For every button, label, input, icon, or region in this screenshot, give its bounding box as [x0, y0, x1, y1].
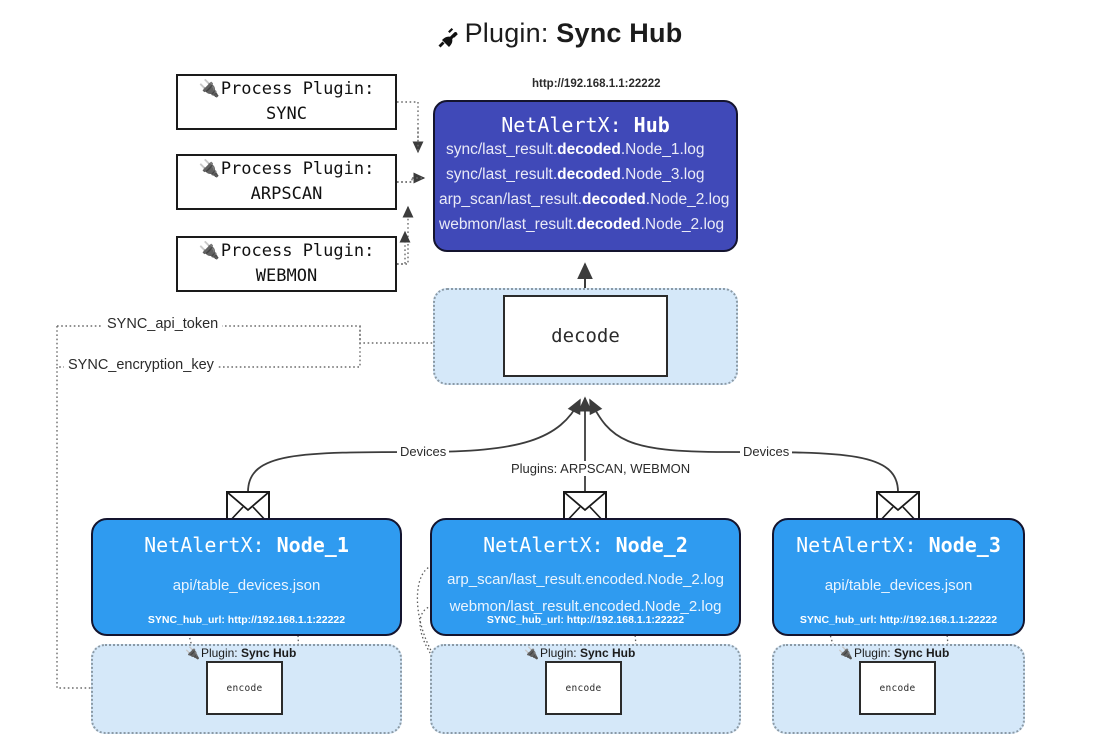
node-1-line-1: api/table_devices.json [172, 577, 321, 594]
plug-icon [435, 22, 461, 51]
plug-icon: 🔌 [198, 159, 220, 180]
decode-label: decode [551, 325, 620, 347]
sync-encryption-key-label: SYNC_encryption_key [64, 357, 218, 373]
process-plugin-sync-name: SYNC [266, 104, 307, 124]
process-plugin-webmon-name: WEBMON [255, 266, 318, 286]
hub-title: NetAlertX: Hub [501, 113, 670, 137]
hub-box[interactable]: NetAlertX: Hub sync/last_result.decoded.… [433, 100, 738, 252]
node-2-plugin-tag: 🔌Plugin: Sync Hub [524, 646, 636, 660]
node-3-encode-label: encode [879, 682, 916, 694]
process-plugin-arpscan-name: ARPSCAN [250, 184, 323, 204]
node-1-title: NetAlertX: Node_1 [144, 533, 349, 557]
hub-log-4: webmon/last_result.decoded.Node_2.log [439, 216, 725, 234]
node-3-footer: SYNC_hub_url: http://192.168.1.1:22222 [799, 614, 998, 626]
process-plugin-webmon[interactable]: 🔌Process Plugin: WEBMON [176, 236, 397, 292]
plug-icon: 🔌 [838, 646, 853, 660]
node-box-3[interactable]: NetAlertX: Node_3 api/table_devices.json… [772, 518, 1025, 636]
node-1-encode-box[interactable]: encode [206, 661, 283, 715]
hub-url-label: http://192.168.1.1:22222 [532, 78, 661, 90]
plug-icon: 🔌 [198, 79, 220, 100]
hub-log-1: sync/last_result.decoded.Node_1.log [446, 141, 705, 158]
edge-label-left-devices: Devices [397, 444, 450, 459]
node-2-footer: SYNC_hub_url: http://192.168.1.1:22222 [486, 614, 685, 626]
node-2-encode-label: encode [565, 682, 602, 694]
node-3-plugin-tag: 🔌Plugin: Sync Hub [838, 646, 950, 660]
title-name: Sync Hub [556, 18, 683, 48]
page-title: Plugin: Sync Hub [0, 18, 1117, 49]
node-box-2[interactable]: NetAlertX: Node_2 arp_scan/last_result.e… [430, 518, 741, 636]
process-plugin-webmon-header: 🔌Process Plugin: [198, 241, 375, 262]
node-1-encode-label: encode [226, 682, 263, 694]
plug-icon: 🔌 [185, 646, 200, 660]
edge-label-right-devices: Devices [740, 444, 793, 459]
node-2-encode-box[interactable]: encode [545, 661, 622, 715]
node-3-plugin-container [772, 644, 1025, 734]
process-plugin-arpscan[interactable]: 🔌Process Plugin: ARPSCAN [176, 154, 397, 210]
sync-api-token-label: SYNC_api_token [103, 316, 223, 332]
plug-icon: 🔌 [524, 646, 539, 660]
hub-log-2: sync/last_result.decoded.Node_3.log [446, 166, 705, 184]
process-plugin-sync-header: 🔌Process Plugin: [198, 79, 375, 100]
title-prefix: Plugin: [464, 18, 549, 48]
node-3-line-1: api/table_devices.json [824, 577, 973, 594]
node-2-title: NetAlertX: Node_2 [483, 533, 688, 557]
plug-icon: 🔌 [198, 241, 220, 262]
node-box-1[interactable]: NetAlertX: Node_1 api/table_devices.json… [91, 518, 402, 636]
node-1-footer: SYNC_hub_url: http://192.168.1.1:22222 [147, 614, 346, 626]
node-1-plugin-tag: 🔌Plugin: Sync Hub [185, 646, 297, 660]
process-plugin-arpscan-header: 🔌Process Plugin: [198, 159, 375, 180]
node-2-line-1: arp_scan/last_result.encoded.Node_2.log [447, 571, 724, 588]
node-3-encode-box[interactable]: encode [859, 661, 936, 715]
process-plugin-sync[interactable]: 🔌Process Plugin: SYNC [176, 74, 397, 130]
node-3-title: NetAlertX: Node_3 [796, 533, 1001, 557]
decode-box[interactable]: decode [503, 295, 668, 377]
edge-label-center-plugins: Plugins: ARPSCAN, WEBMON [508, 461, 694, 476]
node-2-line-2: webmon/last_result.encoded.Node_2.log [449, 598, 722, 616]
hub-log-3: arp_scan/last_result.decoded.Node_2.log [439, 191, 730, 209]
